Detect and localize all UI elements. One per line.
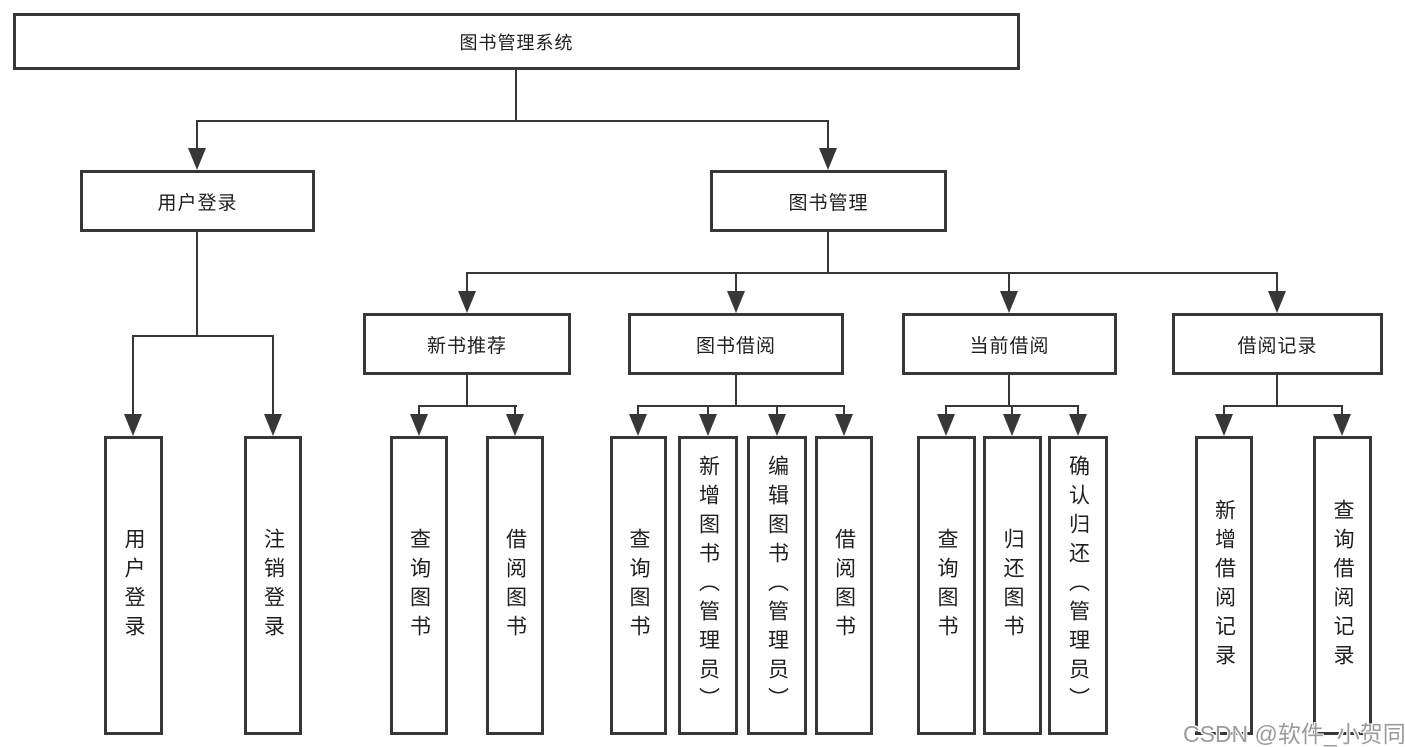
connector-vline (827, 120, 829, 150)
arrow-down-icon (1000, 291, 1018, 313)
leaf-query-borrow-record: 查询借阅记录 (1313, 436, 1372, 735)
connector-vline (735, 375, 737, 405)
connector-vline (418, 405, 420, 416)
connector-vline (515, 70, 517, 120)
leaf-borrow-query-book: 查询图书 (610, 436, 667, 735)
connector-hline (1223, 405, 1343, 407)
arrow-down-icon (699, 414, 717, 436)
connector-vline (514, 405, 516, 416)
connector-vline (466, 375, 468, 405)
arrow-down-icon (264, 414, 282, 436)
node-current-borrow: 当前借阅 (902, 313, 1117, 375)
arrow-down-icon (410, 414, 428, 436)
arrow-down-icon (124, 414, 142, 436)
connector-hline (637, 405, 845, 407)
connector-vline (196, 232, 198, 335)
connector-vline (272, 335, 274, 416)
leaf-recommend-borrow-book: 借阅图书 (486, 436, 544, 735)
arrow-down-icon (1215, 414, 1233, 436)
connector-vline (1008, 375, 1010, 405)
node-user-login: 用户登录 (80, 170, 315, 232)
connector-vline (132, 335, 134, 416)
connector-vline (735, 272, 737, 293)
arrow-down-icon (188, 148, 206, 170)
arrow-down-icon (1069, 414, 1087, 436)
connector-vline (945, 405, 947, 416)
leaf-current-query-book: 查询图书 (917, 436, 976, 735)
arrow-down-icon (629, 414, 647, 436)
arrow-down-icon (458, 291, 476, 313)
arrow-down-icon (1003, 414, 1021, 436)
connector-hline (418, 405, 517, 407)
connector-vline (196, 120, 198, 150)
connector-vline (1008, 272, 1010, 293)
connector-hline (196, 120, 829, 122)
connector-vline (707, 405, 709, 416)
connector-vline (843, 405, 845, 416)
leaf-return-book: 归还图书 (983, 436, 1042, 735)
connector-vline (637, 405, 639, 416)
connector-vline (827, 232, 829, 272)
leaf-logout: 注销登录 (244, 436, 302, 735)
arrow-down-icon (727, 291, 745, 313)
connector-vline (1276, 375, 1278, 405)
leaf-recommend-query-book: 查询图书 (390, 436, 448, 735)
leaf-add-book-admin: 新增图书（管理员） (678, 436, 738, 735)
arrow-down-icon (506, 414, 524, 436)
leaf-confirm-return-admin: 确认归还（管理员） (1048, 436, 1108, 735)
connector-hline (132, 335, 274, 337)
connector-vline (1341, 405, 1343, 416)
connector-vline (1011, 405, 1013, 416)
arrow-down-icon (819, 148, 837, 170)
leaf-add-borrow-record: 新增借阅记录 (1195, 436, 1253, 735)
connector-vline (1223, 405, 1225, 416)
leaf-user-login: 用户登录 (104, 436, 163, 735)
node-book-borrow: 图书借阅 (628, 313, 844, 375)
csdn-watermark: CSDN @软件_小贺同学 (1183, 721, 1405, 747)
node-borrow-record: 借阅记录 (1172, 313, 1383, 375)
connector-vline (466, 272, 468, 293)
arrow-down-icon (1333, 414, 1351, 436)
arrow-down-icon (1268, 291, 1286, 313)
node-book-management: 图书管理 (710, 170, 947, 232)
arrow-down-icon (768, 414, 786, 436)
connector-vline (1276, 272, 1278, 293)
leaf-borrow-book: 借阅图书 (815, 436, 873, 735)
connector-hline (466, 272, 1278, 274)
connector-vline (776, 405, 778, 416)
leaf-edit-book-admin: 编辑图书（管理员） (747, 436, 807, 735)
arrow-down-icon (937, 414, 955, 436)
connector-vline (1077, 405, 1079, 416)
arrow-down-icon (835, 414, 853, 436)
node-new-book-recommend: 新书推荐 (363, 313, 571, 375)
node-root: 图书管理系统 (13, 13, 1020, 70)
